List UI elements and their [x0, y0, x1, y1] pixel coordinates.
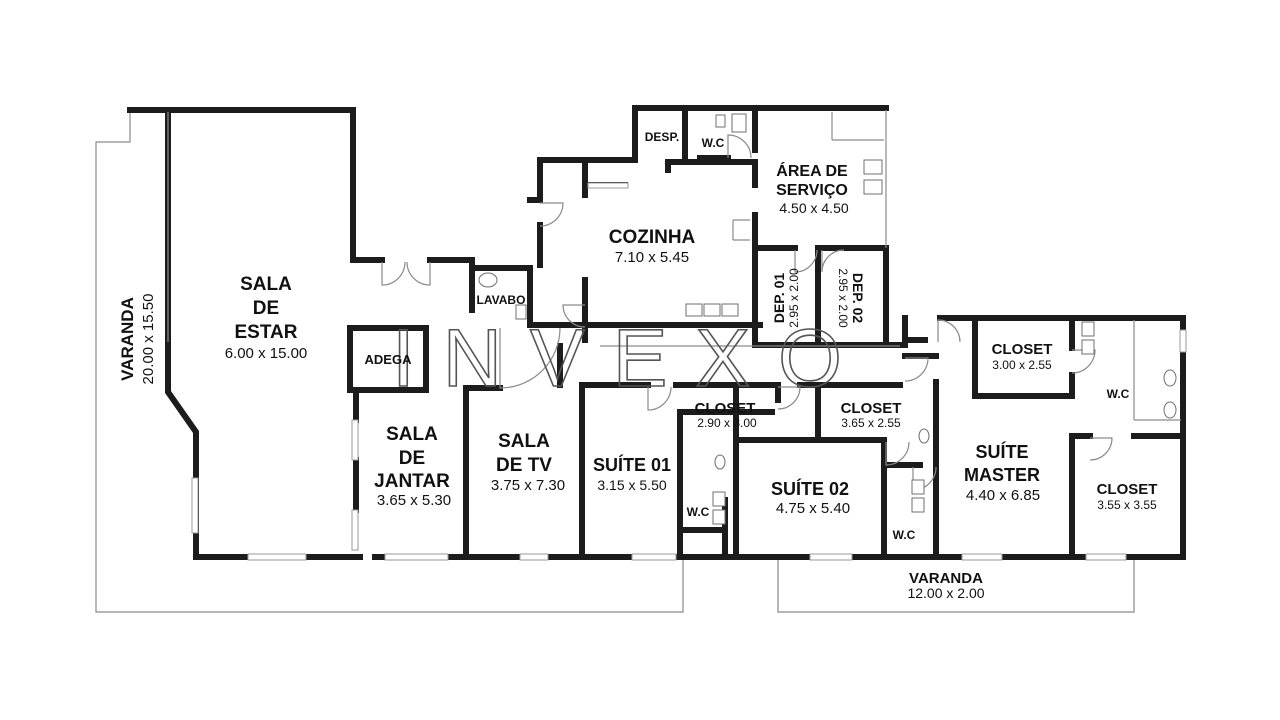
dep02-name: DEP. 02 [850, 273, 866, 324]
dep01-name: DEP. 01 [771, 273, 787, 324]
sala-tv-line2: DE TV [496, 455, 552, 476]
windows [191, 182, 1187, 561]
desp-name: DESP. [645, 130, 679, 144]
glazing-and-counters [167, 110, 1181, 421]
suite02-dims: 4.75 x 5.40 [776, 500, 850, 517]
varanda-main-name: VARANDA [118, 297, 137, 381]
sala-estar-dims: 6.00 x 15.00 [225, 345, 308, 362]
closet2-dims: 3.65 x 2.55 [841, 416, 901, 430]
suite02-name: SUÍTE 02 [771, 478, 849, 499]
suite-master-line2: MASTER [964, 465, 1040, 485]
area-servico-dims: 4.50 x 4.50 [779, 200, 848, 216]
suite-master-line1: SUÍTE [975, 441, 1028, 462]
sala-jantar-line2: DE [399, 448, 425, 469]
closet4-name: CLOSET [1097, 481, 1158, 498]
area-servico-line1: ÁREA DE [776, 161, 848, 180]
wc1-name: W.C [687, 505, 710, 519]
walls [127, 105, 1186, 560]
sala-jantar-line1: SALA [386, 424, 438, 445]
suite-master-dims: 4.40 x 6.85 [966, 487, 1040, 504]
sala-jantar-line3: JANTAR [374, 471, 450, 492]
balcony-outlines [95, 110, 1135, 613]
varanda-main-dims: 20.00 x 15.50 [140, 294, 157, 385]
adega-name: ADEGA [365, 352, 413, 367]
sala-tv-line1: SALA [498, 431, 550, 452]
dep01-dims: 2.95 x 2.00 [787, 268, 801, 328]
cozinha-dims: 7.10 x 5.45 [615, 249, 689, 266]
closet3-dims: 3.00 x 2.55 [992, 358, 1052, 372]
closet1-name: CLOSET [695, 400, 756, 417]
closet1-dims: 2.90 x 3.00 [697, 416, 757, 430]
suite01-name: SUÍTE 01 [593, 454, 671, 475]
sala-estar-line2: DE [253, 298, 279, 319]
room-labels: VARANDA 20.00 x 15.50 SALA DE ESTAR 6.00… [118, 130, 1157, 601]
closet4-dims: 3.55 x 3.55 [1097, 498, 1157, 512]
wc2-name: W.C [893, 528, 916, 542]
closet3-name: CLOSET [992, 341, 1053, 358]
sala-jantar-dims: 3.65 x 5.30 [377, 492, 451, 509]
lavabo-name: LAVABO [477, 293, 526, 307]
varanda2-name: VARANDA [909, 570, 983, 587]
wc-servico-name: W.C [702, 136, 725, 150]
fixtures [478, 113, 1177, 525]
suite01-dims: 3.15 x 5.50 [597, 477, 666, 493]
dep02-dims: 2.95 x 2.00 [836, 268, 850, 328]
varanda2-dims: 12.00 x 2.00 [907, 585, 984, 601]
watermark: INVEXO [392, 313, 870, 404]
sala-tv-dims: 3.75 x 7.30 [491, 477, 565, 494]
wc3-name: W.C [1107, 387, 1130, 401]
closet2-name: CLOSET [841, 400, 902, 417]
sala-estar-line1: SALA [240, 274, 292, 295]
cozinha-name: COZINHA [609, 227, 696, 248]
sala-estar-line3: ESTAR [235, 322, 298, 343]
area-servico-line2: SERVIÇO [776, 182, 848, 199]
